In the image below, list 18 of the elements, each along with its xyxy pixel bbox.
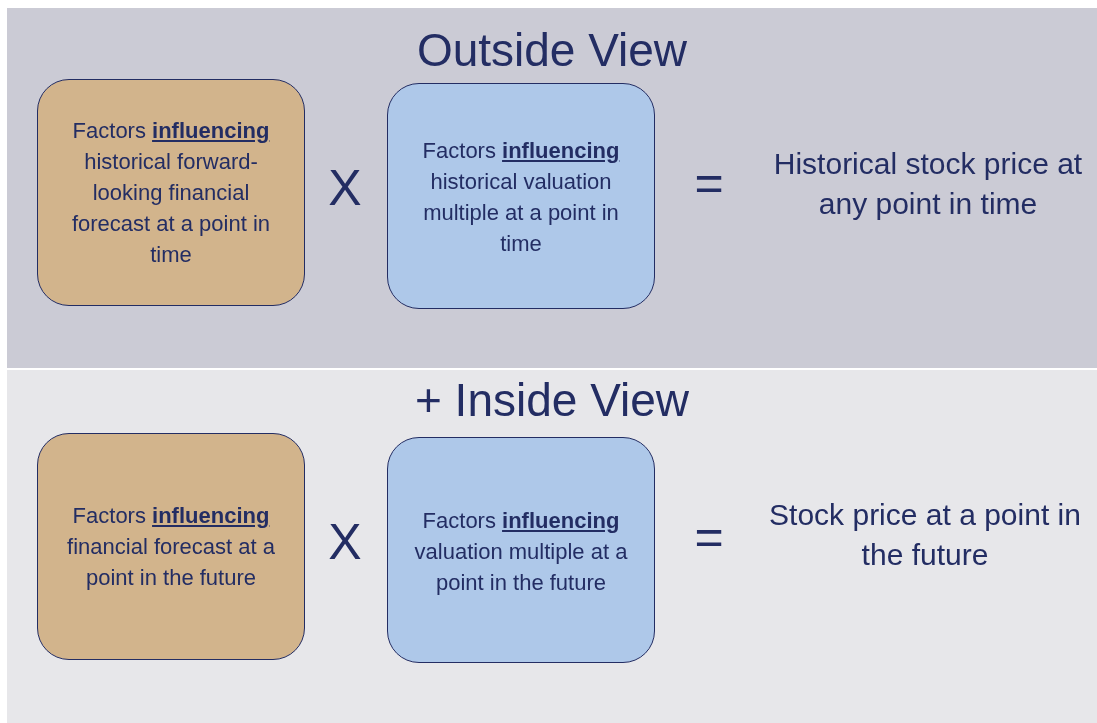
factor-text: Factors influencing financial forecast at a point in the future	[66, 502, 276, 592]
factor-box	[387, 437, 655, 663]
section-panel	[7, 370, 1097, 723]
equals-sign: =	[693, 512, 725, 562]
factor-box	[387, 83, 655, 309]
factor-box	[37, 433, 305, 660]
result-text: Historical stock price at any point in time	[772, 146, 1084, 222]
section-panel	[7, 8, 1097, 368]
factor-text: Factors influencing valuation multiple at a point in the future	[413, 506, 629, 597]
factor-box	[37, 79, 305, 306]
equals-sign: =	[693, 158, 725, 208]
multiply-sign: X	[327, 517, 363, 567]
result-text: Stock price at a point in the future	[768, 497, 1082, 573]
multiply-sign: X	[327, 163, 363, 213]
section-title: + Inside View	[413, 374, 690, 426]
factor-text: Factors influencing historical forward-looking financial forecast at a point in time	[70, 117, 272, 269]
section-title: Outside View	[415, 24, 689, 76]
factor-text: Factors influencing historical valuation multiple at a point in time	[421, 137, 621, 258]
